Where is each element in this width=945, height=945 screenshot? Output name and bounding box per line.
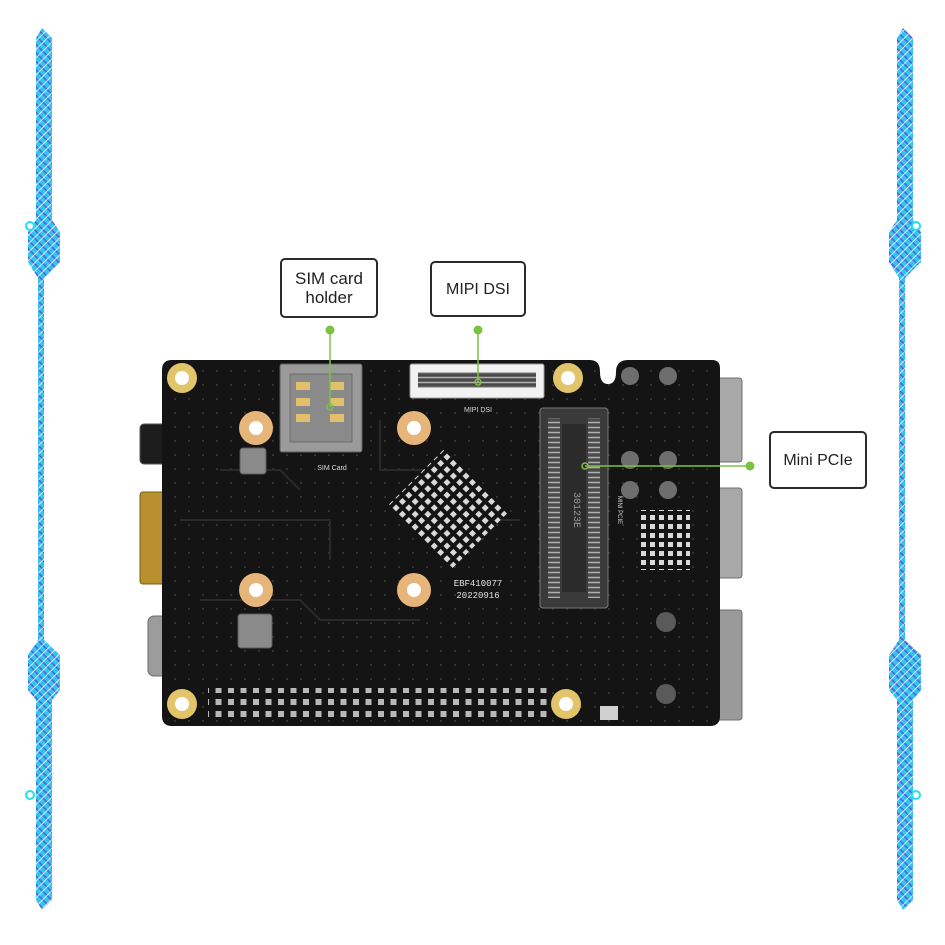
- callout-mini-pcie: Mini PCIe: [769, 431, 867, 489]
- callout-mipi-dsi: MIPI DSI: [430, 261, 526, 317]
- silk-pcie-label: 30123E: [570, 492, 581, 528]
- inductor: [237, 613, 273, 649]
- left-frame-node-bottom: [25, 790, 35, 800]
- sim-target-dot: [326, 403, 334, 411]
- mipi-target-dot: [474, 378, 482, 386]
- mini-pcie-slot: [539, 407, 609, 609]
- ethernet-components: [600, 367, 690, 720]
- pcie-leader-dot: [745, 461, 755, 471]
- silk-mini-pcie: MINI PCIE: [616, 496, 622, 524]
- silk-sim-card: SIM Card: [317, 465, 347, 472]
- callout-sim-card-holder: SIM card holder: [280, 258, 378, 318]
- mounting-holes: [167, 363, 583, 719]
- sim-leader-dot: [325, 325, 335, 335]
- mipi-leader-dot: [473, 325, 483, 335]
- pcb-board: SIM Card MIPI DSI EBF410077 20220916 301…: [162, 360, 720, 726]
- callout-mipi-dsi-text: MIPI DSI: [445, 280, 510, 298]
- silk-date: 20220916: [456, 591, 499, 601]
- gpio-header: [208, 688, 548, 718]
- callout-mini-pcie-text: Mini PCIe: [783, 451, 853, 469]
- sim-card-holder: [279, 363, 363, 453]
- left-frame-node-top: [25, 221, 35, 231]
- right-frame-node-top: [911, 221, 921, 231]
- right-frame-decoration: [889, 28, 921, 910]
- silk-board-id: EBF410077: [454, 579, 503, 589]
- mipi-dsi-connector: [409, 363, 545, 399]
- callout-leaders: [329, 330, 750, 467]
- soc-area: [386, 449, 508, 571]
- silk-mipi-dsi: MIPI DSI: [464, 407, 492, 414]
- left-frame-decoration: [25, 28, 60, 910]
- callout-dots: [325, 325, 755, 471]
- pcie-target-dot: [581, 462, 589, 470]
- right-frame-node-bottom: [911, 790, 921, 800]
- inductor: [239, 447, 267, 475]
- callout-sim-card-holder-text: SIM card holder: [294, 269, 364, 307]
- right-frame-bar: [889, 28, 921, 910]
